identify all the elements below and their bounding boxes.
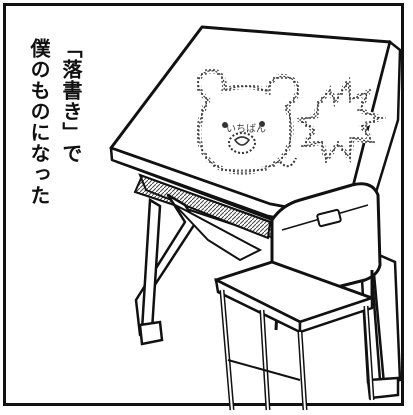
bear-face-doodle: [195, 68, 301, 175]
graffiti-scribble-text: いちばん: [226, 123, 266, 135]
caption-line-2: 僕のものになった: [27, 38, 51, 206]
chair: [214, 182, 382, 411]
starburst-doodle: [294, 74, 387, 166]
caption-line-1: 「落書き」で: [59, 38, 83, 164]
